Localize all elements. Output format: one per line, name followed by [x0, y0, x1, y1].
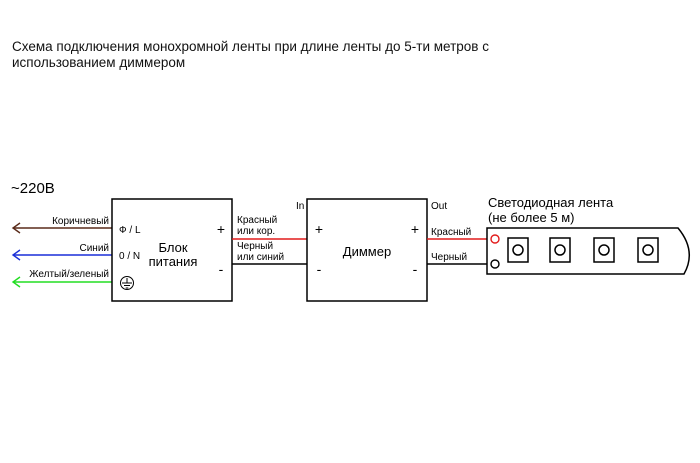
dimmer-box — [306, 198, 428, 302]
dimmer-in-label: In — [296, 201, 304, 212]
green-wire-arrow — [11, 276, 21, 288]
dimmer-name: Диммер — [343, 244, 391, 259]
blue-wire-arrow — [11, 249, 21, 261]
brown-wire-arrow — [11, 222, 21, 234]
dimmer-in-minus: - — [317, 261, 322, 277]
led-chip — [593, 237, 615, 263]
psu-output-wires: Красный или кор. Черный или синий — [232, 215, 307, 265]
diagram-title: Схема подключения монохромной ленты при … — [12, 39, 489, 70]
dimmer-block: In Out Диммер + - + - — [296, 198, 447, 302]
strip-black-label: Черный — [431, 252, 467, 263]
power-supply-box — [111, 198, 233, 302]
power-supply-minus: - — [219, 261, 224, 277]
dimmer-in-plus: + — [315, 221, 323, 237]
power-supply-name-line2: питания — [149, 254, 198, 269]
power-supply-name-line1: Блок — [158, 240, 187, 255]
led-chip — [507, 237, 529, 263]
terminal-neutral-label: 0 / N — [119, 251, 140, 262]
terminal-phase-label: Ф / L — [119, 225, 141, 236]
blue-wire-label: Синий — [79, 243, 109, 254]
dimmer-out-plus: + — [411, 221, 419, 237]
strip-wires: Красный Черный — [427, 227, 492, 265]
mains-voltage-label: ~220В — [11, 180, 55, 197]
led-strip-title-line1: Светодиодная лента — [488, 195, 614, 210]
psu-black-label-line1: Черный — [237, 241, 273, 252]
psu-red-label-line2: или кор. — [237, 226, 275, 237]
led-strip: Светодиодная лента (не более 5 м) — [486, 195, 690, 275]
strip-red-label: Красный — [431, 227, 471, 238]
psu-red-label-line1: Красный — [237, 215, 277, 226]
strip-plus-pad — [490, 234, 500, 244]
led-chip — [549, 237, 571, 263]
led-chip — [637, 237, 659, 263]
ground-icon — [120, 276, 134, 290]
dimmer-out-minus: - — [413, 261, 418, 277]
dimmer-out-label: Out — [431, 201, 447, 212]
green-wire-label: Желтый/зеленый — [29, 269, 109, 280]
input-wires: Коричневый Синий Желтый/зеленый — [11, 216, 118, 288]
strip-minus-pad — [490, 259, 500, 269]
power-supply-block: Ф / L 0 / N Блок питания + - — [111, 198, 233, 302]
brown-wire-label: Коричневый — [52, 216, 109, 227]
power-supply-plus: + — [217, 221, 225, 237]
led-strip-title-line2: (не более 5 м) — [488, 210, 575, 225]
psu-black-label-line2: или синий — [237, 252, 284, 263]
